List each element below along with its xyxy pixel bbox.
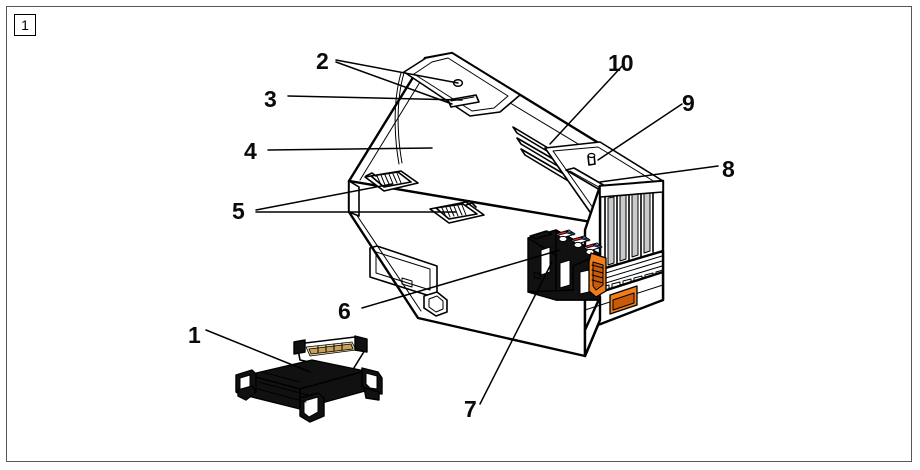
connector-latch-left — [235, 369, 257, 401]
callout-6: 6 — [338, 298, 351, 324]
callout-7: 7 — [464, 396, 477, 422]
callout-9: 9 — [682, 90, 695, 116]
terminal-module — [527, 229, 607, 301]
callout-1: 1 — [188, 322, 201, 348]
din-rail-release-tab[interactable] — [609, 285, 638, 315]
callout-5: 5 — [232, 198, 245, 224]
callout-3: 3 — [264, 86, 277, 112]
terminal-clamps[interactable] — [555, 229, 603, 256]
callout-8: 8 — [722, 156, 735, 182]
callout-4: 4 — [244, 138, 257, 164]
detachable-connector[interactable] — [235, 335, 383, 423]
connector-latch-right — [361, 367, 383, 401]
figure-number: 1 — [21, 17, 29, 33]
terminal-release-lever[interactable] — [588, 252, 607, 298]
housing-upper-cap — [403, 52, 521, 117]
callout-10: 10 — [608, 50, 634, 76]
callout-2: 2 — [316, 48, 329, 74]
connector-latch-bottom — [299, 392, 325, 423]
cooling-fins — [604, 188, 654, 269]
figure-number-box: 1 — [14, 14, 36, 36]
housing-left-end — [348, 180, 360, 217]
leader-lines — [205, 59, 719, 405]
locating-pin-icon — [587, 152, 596, 166]
latch-tab-icon[interactable] — [423, 291, 448, 317]
